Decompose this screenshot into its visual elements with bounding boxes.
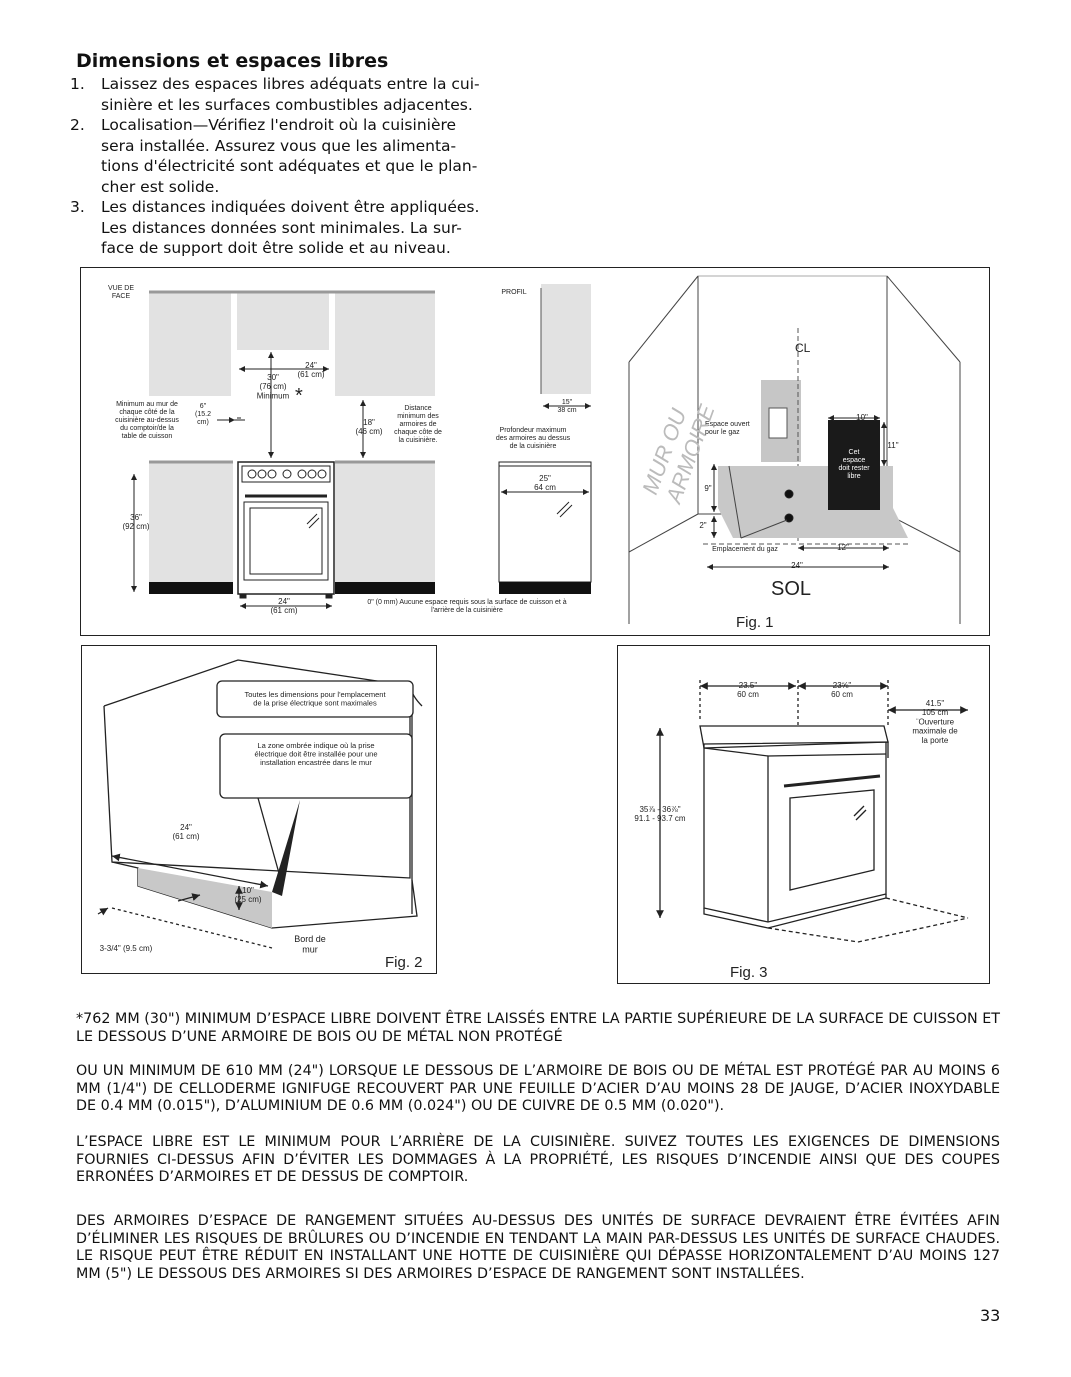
item-number: 1.	[70, 75, 85, 93]
range-top	[699, 725, 889, 749]
centerline-label: CL	[795, 341, 811, 355]
shaded-triangle	[272, 800, 300, 896]
item-number: 3.	[70, 198, 85, 216]
figure-2-label: Fig. 2	[385, 954, 423, 971]
item-text: Localisation—Vérifiez l'endroit où la cu…	[101, 116, 478, 196]
note-2: OU UN MINIMUM DE 610 MM (24") LORSQUE LE…	[76, 1063, 1000, 1114]
dim-30-76: 30"(76 cm)Minimum	[257, 373, 290, 400]
emplacement-gaz-label: Emplacement du gaz	[712, 546, 778, 553]
section-title: Dimensions et espaces libres	[76, 50, 389, 72]
dim-10-25: 10"(25 cm)	[234, 886, 261, 904]
figure-3: 23.5"60 cm 23⅝"60 cm 41.5"105 cm¨Ouvertu…	[617, 645, 990, 984]
item-text: Laissez des espaces libres adéquats entr…	[101, 75, 480, 114]
upper-cabinet-center	[237, 292, 329, 350]
intro-item: 2. Localisation—Vérifiez l'endroit où la …	[70, 115, 530, 197]
intro-item: 3. Les distances indiquées doivent être a…	[70, 197, 530, 259]
figure-2: Toutes les dimensions pour l'emplacement…	[81, 645, 437, 974]
free-space-box	[828, 420, 880, 510]
callout-box-2	[219, 733, 413, 799]
dim-24-61: 24"(61 cm)	[297, 361, 324, 379]
figure-1-label: Fig. 1	[736, 614, 774, 631]
intro-item: 1. Laissez des espaces libres adéquats en…	[70, 74, 530, 115]
asterisk: *	[295, 385, 303, 407]
item-number: 2.	[70, 116, 85, 134]
dim-18-46: 18"(46 cm)	[355, 418, 382, 436]
dim-9: 9"	[704, 484, 711, 493]
dim-15-38: 15"38 cm	[557, 399, 576, 414]
dim-height: 35⅞ - 36⅞"91.1 - 93.7 cm	[634, 805, 685, 823]
dim-24-room: 24"	[791, 561, 803, 570]
dim-25-64: 25"64 cm	[534, 474, 556, 492]
intro-list: 1. Laissez des espaces libres adéquats en…	[70, 74, 530, 259]
upper-cabinet-left	[149, 292, 231, 396]
dim-3-34: 3-3/4" (9.5 cm)	[100, 944, 153, 953]
dim-11: 11"	[887, 441, 898, 450]
dim-12: 12"	[837, 543, 849, 552]
sol-label: SOL	[771, 578, 811, 600]
dim-23-5: 23.5"60 cm	[737, 681, 759, 699]
upper-cabinet-right	[335, 292, 435, 396]
lower-cabinet-left	[149, 462, 233, 582]
dim-36-92: 36"(92 cm)	[122, 513, 149, 531]
dim-10: 10"	[856, 413, 868, 422]
range-front	[237, 461, 335, 599]
item-text: Les distances indiquées doivent être app…	[101, 198, 480, 257]
figure-2-drawing: Toutes les dimensions pour l'emplacement…	[97, 659, 423, 971]
profile-label: PROFIL	[501, 289, 526, 296]
page-number: 33	[980, 1306, 1001, 1325]
callout-text-1: Toutes les dimensions pour l'emplacement…	[244, 690, 386, 708]
figure-3-drawing: 23.5"60 cm 23⅝"60 cm 41.5"105 cm¨Ouvertu…	[634, 680, 969, 981]
lower-cabinet-right	[335, 462, 435, 582]
range-body	[703, 742, 887, 923]
dim-2: 2"	[699, 521, 706, 530]
note-1: *762 MM (30") MINIMUM D’ESPACE LIBRE DOI…	[76, 1011, 1000, 1045]
note-4: DES ARMOIRES D’ESPACE DE RANGEMENT SITUÉ…	[76, 1213, 1000, 1282]
dim-24-61-bottom: 24"(61 cm)	[270, 597, 297, 615]
dim-24-61: 24"(61 cm)	[172, 823, 199, 841]
profile-upper-cabinet	[541, 284, 591, 394]
note-3: L’ESPACE LIBRE EST LE MINIMUM POUR L’ARR…	[76, 1134, 1000, 1185]
callout-box-1	[216, 680, 414, 718]
figure-3-label: Fig. 3	[730, 964, 768, 981]
zero-clearance-text: 0" (0 mm) Aucune espace requis sous la s…	[367, 599, 566, 614]
dim-23-58: 23⅝"60 cm	[831, 681, 853, 699]
